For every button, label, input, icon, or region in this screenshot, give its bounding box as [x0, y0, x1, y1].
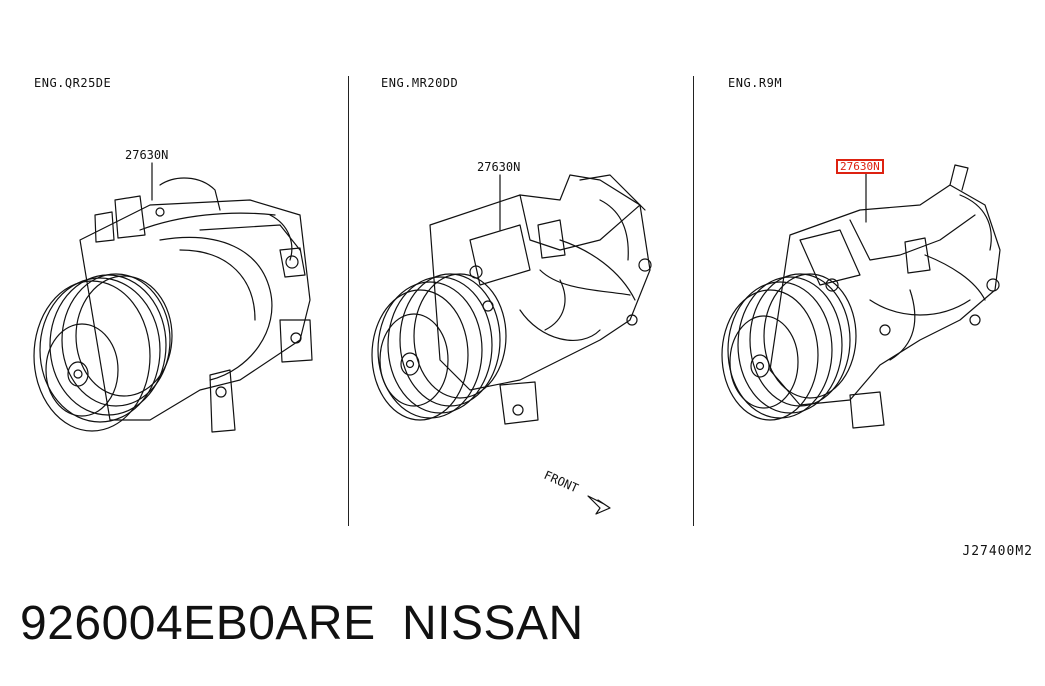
front-label: FRONT [542, 468, 581, 495]
compressor-qr25de[interactable] [33, 162, 313, 433]
engine-label-r9m: ENG.R9M [728, 76, 783, 90]
compressor-r9m[interactable] [721, 164, 1001, 429]
panel-divider-2 [693, 76, 694, 526]
part-label-r9m-highlighted[interactable]: 27630N [836, 159, 884, 174]
reference-code: J27400M2 [962, 544, 1033, 559]
panel-divider-1 [348, 76, 349, 526]
part-label-qr25de: 27630N [125, 148, 168, 162]
engine-label-qr25de: ENG.QR25DE [34, 76, 112, 90]
compressor-mr20dd[interactable] [371, 174, 652, 515]
part-label-mr20dd: 27630N [477, 160, 520, 174]
engine-label-mr20dd: ENG.MR20DD [381, 76, 459, 90]
part-number: 926004EB0ARE [20, 597, 376, 650]
compressor-diagrams: 27630N 27630N FRONT [33, 148, 1001, 515]
brand-name: NISSAN [402, 597, 584, 650]
